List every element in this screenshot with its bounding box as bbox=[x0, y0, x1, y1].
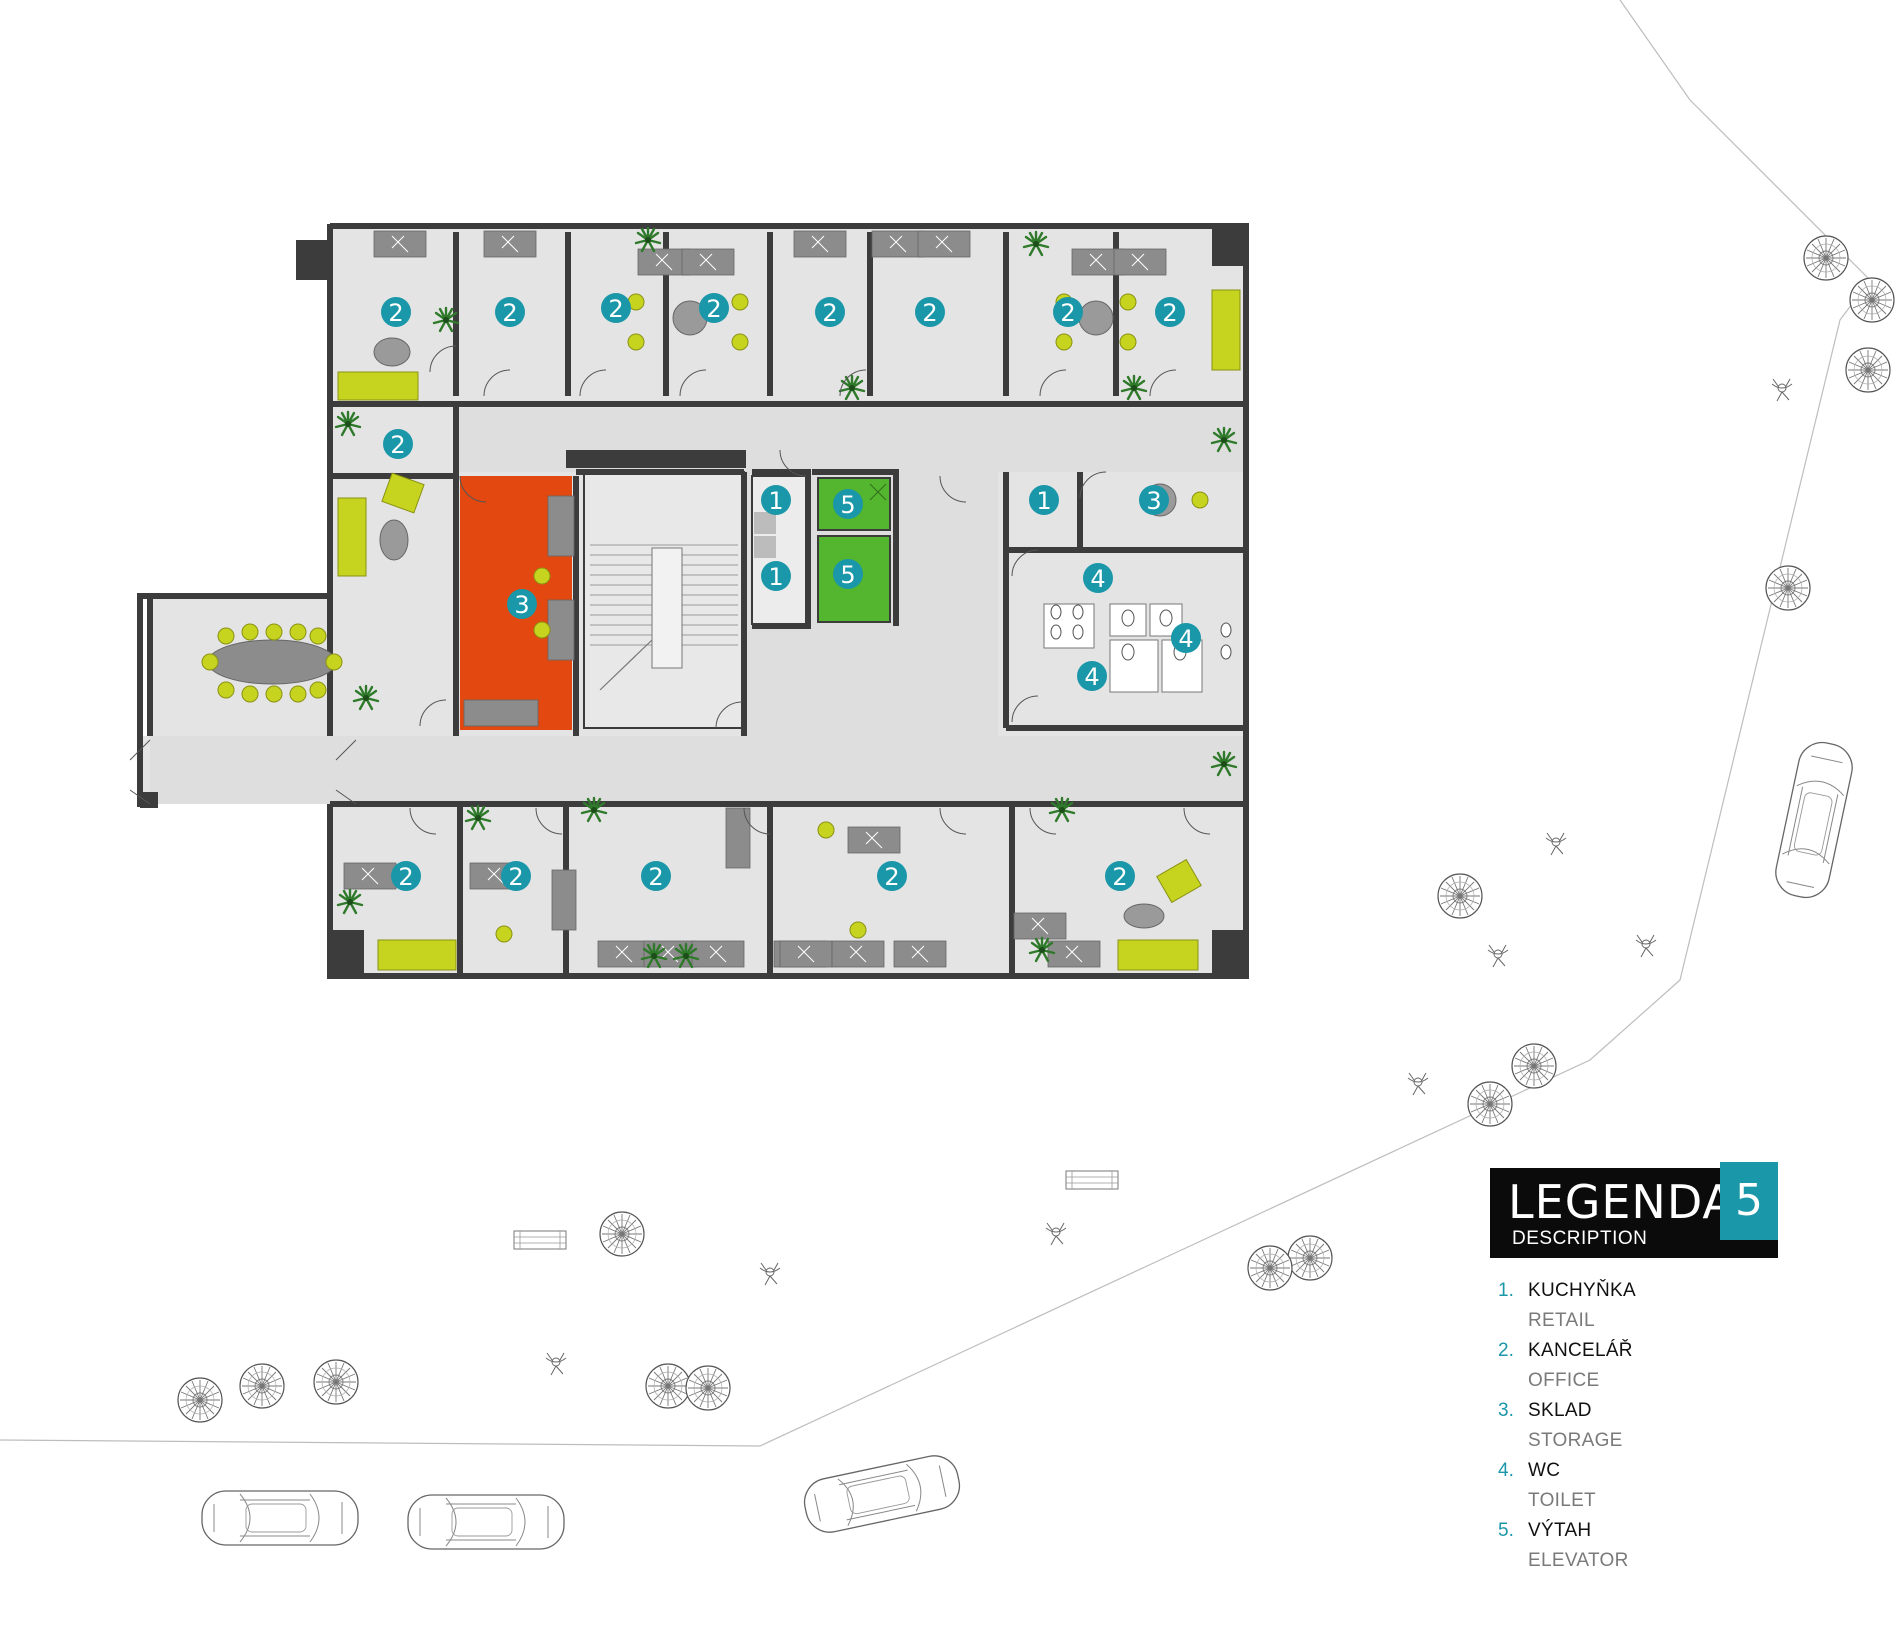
svg-text:4: 4 bbox=[1090, 565, 1105, 593]
room-marker: 2 bbox=[1155, 297, 1185, 327]
svg-text:2: 2 bbox=[608, 295, 623, 323]
building bbox=[129, 223, 1249, 979]
room-marker: 4 bbox=[1171, 623, 1201, 653]
legend-item-label: KUCHYŇKA bbox=[1528, 1280, 1636, 1301]
legend-list: 1. KUCHYŇKA RETAIL 2. KANCELÁŘ OFFICE 3.… bbox=[1498, 1276, 1818, 1576]
room-marker: 2 bbox=[383, 429, 413, 459]
legend-item-translation: ELEVATOR bbox=[1528, 1550, 1629, 1571]
legend-header: LEGENDA DESCRIPTION 5 bbox=[1490, 1162, 1778, 1258]
legend-item-translation: TOILET bbox=[1528, 1490, 1596, 1511]
room-marker: 2 bbox=[391, 861, 421, 891]
legend-item: 1. KUCHYŇKA RETAIL bbox=[1498, 1276, 1818, 1336]
svg-text:2: 2 bbox=[1060, 299, 1075, 327]
svg-text:2: 2 bbox=[884, 863, 899, 891]
room-marker: 2 bbox=[501, 861, 531, 891]
svg-text:5: 5 bbox=[840, 491, 855, 519]
room-marker: 4 bbox=[1083, 563, 1113, 593]
room-marker: 3 bbox=[507, 589, 537, 619]
svg-text:2: 2 bbox=[822, 299, 837, 327]
legend-item-label: KANCELÁŘ bbox=[1528, 1340, 1633, 1361]
legend-item-translation: STORAGE bbox=[1528, 1430, 1623, 1451]
site-outline bbox=[0, 0, 1871, 1447]
room-marker: 3 bbox=[1139, 485, 1169, 515]
legend-item-label: WC bbox=[1528, 1460, 1561, 1481]
room-marker: 1 bbox=[1029, 485, 1059, 515]
svg-text:2: 2 bbox=[508, 863, 523, 891]
svg-text:1: 1 bbox=[768, 487, 783, 515]
room-marker: 2 bbox=[1105, 861, 1135, 891]
legend-subtitle: DESCRIPTION bbox=[1512, 1228, 1648, 1249]
svg-text:2: 2 bbox=[1162, 299, 1177, 327]
legend-item: 5. VÝTAH ELEVATOR bbox=[1498, 1516, 1818, 1576]
legend-number-badge: 5 bbox=[1720, 1162, 1778, 1240]
room-marker: 2 bbox=[699, 293, 729, 323]
svg-text:2: 2 bbox=[398, 863, 413, 891]
svg-text:2: 2 bbox=[648, 863, 663, 891]
svg-text:4: 4 bbox=[1084, 663, 1099, 691]
room-marker: 5 bbox=[833, 489, 863, 519]
room-marker: 1 bbox=[761, 561, 791, 591]
legend-item-number: 5. bbox=[1498, 1520, 1514, 1541]
room-marker: 2 bbox=[381, 297, 411, 327]
legend-item-number: 4. bbox=[1498, 1460, 1514, 1481]
room-marker: 1 bbox=[761, 485, 791, 515]
svg-text:2: 2 bbox=[502, 299, 517, 327]
svg-text:2: 2 bbox=[922, 299, 937, 327]
legend-item-translation: OFFICE bbox=[1528, 1370, 1600, 1391]
legend-item-number: 1. bbox=[1498, 1280, 1514, 1301]
room-marker: 2 bbox=[915, 297, 945, 327]
svg-text:3: 3 bbox=[1146, 487, 1161, 515]
room-marker: 4 bbox=[1077, 661, 1107, 691]
legend-title: LEGENDA bbox=[1508, 1175, 1735, 1229]
legend-item: 3. SKLAD STORAGE bbox=[1498, 1396, 1818, 1456]
room-marker: 2 bbox=[1053, 297, 1083, 327]
svg-text:2: 2 bbox=[1112, 863, 1127, 891]
legend-item-label: VÝTAH bbox=[1528, 1520, 1592, 1541]
room-marker: 2 bbox=[877, 861, 907, 891]
svg-text:3: 3 bbox=[514, 591, 529, 619]
svg-text:2: 2 bbox=[706, 295, 721, 323]
room-marker: 5 bbox=[833, 559, 863, 589]
svg-text:5: 5 bbox=[840, 561, 855, 589]
svg-text:1: 1 bbox=[768, 563, 783, 591]
room-marker: 2 bbox=[815, 297, 845, 327]
room-marker: 2 bbox=[495, 297, 525, 327]
legend-item-translation: RETAIL bbox=[1528, 1310, 1595, 1331]
room-marker: 2 bbox=[641, 861, 671, 891]
room-markers: 2 2 2 2 2 2 2 2 2 1 5 1 5 1 3 3 4 4 4 2 … bbox=[381, 293, 1201, 891]
room-marker: 2 bbox=[601, 293, 631, 323]
svg-text:1: 1 bbox=[1036, 487, 1051, 515]
svg-text:4: 4 bbox=[1178, 625, 1193, 653]
legend-item: 2. KANCELÁŘ OFFICE bbox=[1498, 1336, 1818, 1396]
legend-item-label: SKLAD bbox=[1528, 1400, 1592, 1421]
legend-item-number: 3. bbox=[1498, 1400, 1514, 1421]
legend-item: 4. WC TOILET bbox=[1498, 1456, 1818, 1516]
svg-text:2: 2 bbox=[390, 431, 405, 459]
legend-item-number: 2. bbox=[1498, 1340, 1514, 1361]
svg-text:2: 2 bbox=[388, 299, 403, 327]
